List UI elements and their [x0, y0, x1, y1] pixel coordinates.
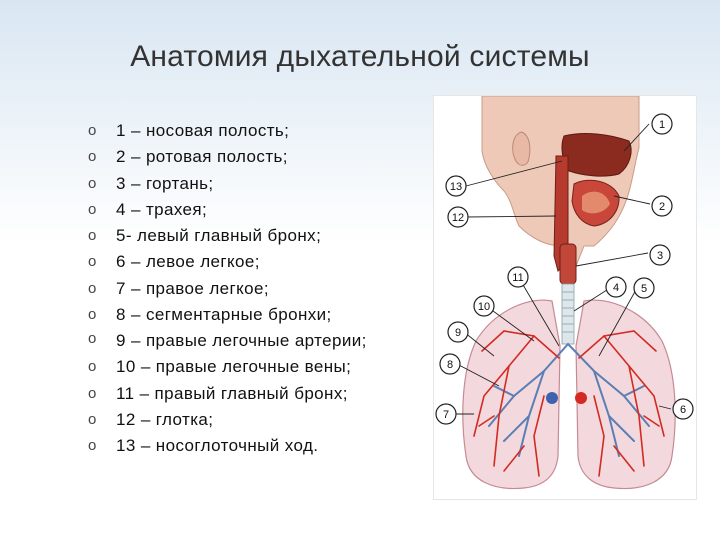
callout-3: 3 — [649, 244, 671, 266]
svg-text:6: 6 — [680, 404, 686, 416]
nasal-cavity — [561, 133, 632, 177]
svg-text:12: 12 — [452, 212, 464, 224]
callout-2: 2 — [651, 195, 673, 217]
svg-text:13: 13 — [450, 181, 462, 193]
bullet-icon: o — [88, 306, 97, 324]
anatomy-svg: 1 2 3 4 5 6 7 8 9 10 11 12 13 — [435, 95, 694, 490]
trachea — [561, 283, 575, 345]
bullet-icon: o — [88, 410, 97, 428]
callout-9: 9 — [447, 321, 469, 343]
svg-text:11: 11 — [512, 272, 523, 284]
callout-7: 7 — [435, 403, 457, 425]
bullet-icon: o — [88, 358, 97, 376]
callout-4: 4 — [605, 276, 627, 298]
pulmonary-vessels — [473, 330, 665, 477]
svg-text:2: 2 — [659, 201, 665, 213]
bullet-icon: o — [88, 437, 97, 455]
callout-11: 11 — [507, 266, 529, 288]
bullet-icon: o — [88, 122, 97, 139]
svg-text:5: 5 — [641, 283, 647, 295]
svg-text:4: 4 — [613, 282, 619, 294]
svg-text:3: 3 — [657, 250, 663, 262]
leader-lines — [454, 123, 672, 415]
bullet-icon: o — [88, 279, 97, 297]
callout-6: 6 — [672, 398, 694, 420]
callout-1: 1 — [651, 113, 673, 135]
bullet-icon: o — [88, 253, 97, 271]
ear-shape — [512, 131, 531, 166]
bullet-icon: o — [88, 174, 97, 192]
callout-13: 13 — [445, 175, 467, 197]
slide-title: Анатомия дыхательной системы — [130, 40, 590, 73]
bullet-icon: o — [88, 200, 97, 218]
heart-vessel — [546, 392, 558, 404]
respiratory-anatomy-illustration: 1 2 3 4 5 6 7 8 9 10 11 12 13 — [433, 95, 697, 500]
bullet-icon: o — [88, 384, 97, 402]
svg-text:1: 1 — [659, 119, 665, 131]
bronchial-tree — [488, 343, 650, 457]
callout-5: 5 — [633, 277, 655, 299]
bullet-icon: o — [88, 330, 97, 348]
heart-vessel — [575, 392, 587, 404]
bullet-icon: o — [88, 148, 97, 166]
callout-12: 12 — [447, 206, 469, 228]
larynx — [559, 243, 577, 285]
bullet-icon: o — [88, 227, 97, 245]
callout-8: 8 — [439, 353, 461, 375]
tongue — [582, 191, 610, 214]
svg-text:8: 8 — [447, 359, 453, 371]
callout-10: 10 — [473, 295, 495, 317]
svg-text:7: 7 — [443, 409, 449, 421]
svg-text:9: 9 — [455, 327, 461, 339]
svg-text:10: 10 — [478, 301, 490, 313]
